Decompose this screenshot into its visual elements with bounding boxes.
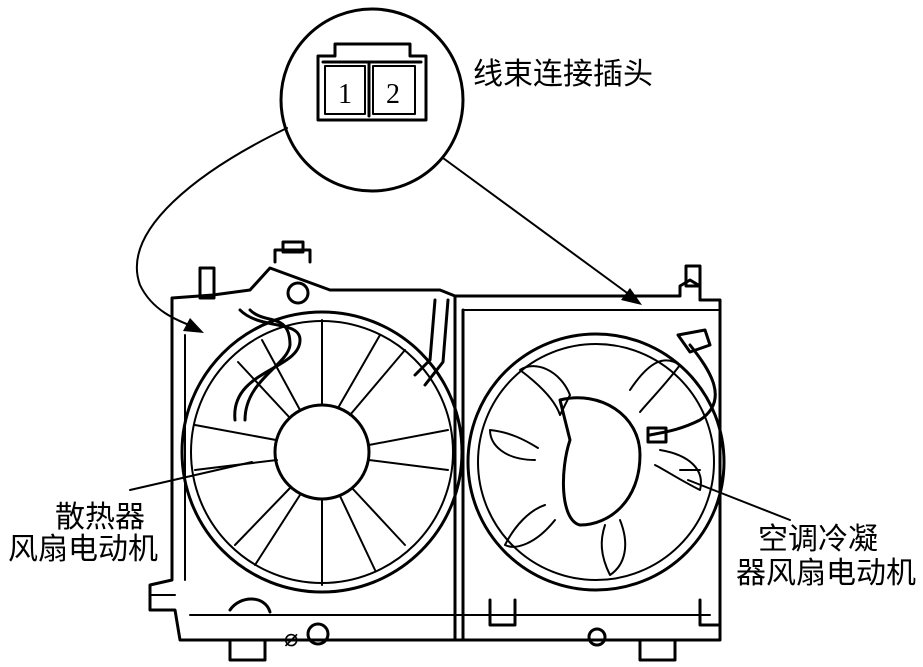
cap-hole — [286, 281, 310, 305]
radiator-fan-leader — [129, 461, 253, 491]
mount-hole-right — [587, 627, 607, 647]
mount-hole-left — [306, 622, 330, 646]
ac-fan-motor — [558, 396, 642, 527]
radiator-fan-hub — [273, 403, 371, 501]
right-leader-line — [442, 157, 635, 299]
ac-condenser-fan — [466, 328, 726, 592]
diameter-symbol: ⌀ — [284, 624, 298, 652]
radiator-fan-ring — [180, 310, 464, 594]
ac-fan-leader — [687, 479, 791, 521]
left-arrowhead — [183, 318, 204, 333]
fan-shroud: ⌀ — [148, 240, 722, 662]
leader-arrows — [136, 127, 642, 333]
connector-plug — [316, 42, 428, 122]
shroud-outline — [148, 266, 722, 642]
ac-fan-blades — [489, 359, 702, 576]
pin-2-label: 2 — [386, 79, 400, 110]
ac-fan-label-line2: 器风扇电动机 — [736, 556, 916, 591]
left-leader-line — [136, 127, 288, 329]
radiator-fan-label-line2: 风扇电动机 — [8, 532, 158, 567]
pin-1-label: 1 — [338, 79, 352, 110]
radiator-fan-blades — [194, 319, 449, 586]
radiator-fan-wire — [233, 308, 302, 422]
connector-callout: 1 2 线束连接插头 — [279, 7, 653, 193]
radiator-fan — [180, 298, 464, 594]
ac-fan-ring — [466, 332, 726, 592]
magnifier-circle — [279, 7, 465, 193]
connector-label: 线束连接插头 — [473, 57, 653, 92]
ac-fan-label-line1: 空调冷凝 — [758, 522, 878, 557]
radiator-fan-label-line1: 散热器 — [55, 500, 145, 535]
